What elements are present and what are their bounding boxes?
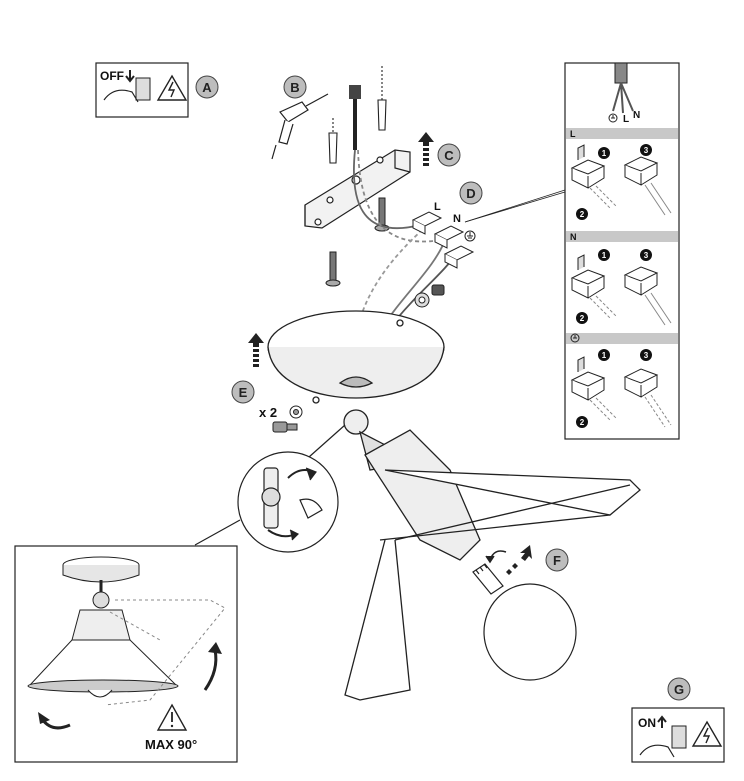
svg-text:B: B — [290, 80, 299, 95]
ceiling-cable — [349, 85, 361, 150]
svg-text:1: 1 — [602, 149, 607, 158]
step-e-badge: E — [231, 380, 255, 404]
warning-icon — [156, 74, 188, 101]
ground-icon — [608, 113, 618, 123]
section-n-label: N — [570, 232, 577, 242]
on-label: ON — [638, 716, 656, 730]
svg-text:A: A — [202, 80, 212, 95]
svg-text:2: 2 — [580, 210, 585, 219]
svg-text:1: 1 — [602, 351, 607, 360]
step-f-badge: F — [545, 548, 569, 572]
wall-anchors — [328, 66, 387, 164]
side-screw — [272, 405, 303, 433]
step-c-badge: C — [437, 143, 461, 167]
wire-n-label: N — [453, 213, 461, 225]
svg-text:2: 2 — [580, 314, 585, 323]
step-d-badge: D — [459, 181, 483, 205]
drill-icon — [271, 93, 329, 160]
rotate-arrow-f — [485, 550, 507, 564]
wire-l-label: L — [434, 201, 441, 213]
warning-icon — [156, 703, 188, 731]
svg-text:3: 3 — [644, 251, 649, 260]
step-a-badge: A — [195, 75, 219, 99]
svg-text:L: L — [623, 114, 629, 125]
ground-icon — [464, 230, 476, 242]
detail-zoom-circle — [194, 424, 346, 553]
svg-text:2: 2 — [580, 418, 585, 427]
svg-text:G: G — [674, 682, 684, 697]
panel-power-on: ON — [631, 707, 725, 763]
canopy — [267, 310, 445, 404]
step-b-badge: B — [283, 75, 307, 99]
insert-arrow-f — [506, 545, 532, 575]
wiring-detail-panel: L N L 1 3 2 N 1 3 2 — [564, 62, 680, 440]
step-g-badge: G — [667, 677, 691, 701]
tilt-detail-panel: MAX 90° — [14, 545, 238, 763]
panel-power-off: OFF — [95, 62, 189, 118]
svg-text:C: C — [444, 148, 454, 163]
off-label: OFF — [100, 69, 124, 83]
canopy-nut — [414, 284, 445, 308]
svg-text:D: D — [466, 186, 475, 201]
svg-text:E: E — [239, 385, 248, 400]
ground-icon — [570, 333, 580, 343]
svg-text:F: F — [553, 553, 561, 568]
svg-text:3: 3 — [644, 146, 649, 155]
terminal-connectors — [411, 211, 475, 269]
lamp-shade — [343, 409, 641, 701]
max-angle-label: MAX 90° — [145, 737, 197, 752]
warning-icon — [691, 720, 723, 747]
section-l-label: L — [570, 129, 576, 139]
lift-arrow-c — [418, 132, 434, 166]
svg-text:N: N — [633, 110, 640, 121]
svg-text:3: 3 — [644, 351, 649, 360]
mounting-bracket — [304, 149, 411, 229]
bulb — [472, 563, 577, 681]
lift-arrow-e — [248, 333, 264, 367]
screw-count-label: x 2 — [259, 405, 277, 420]
svg-text:1: 1 — [602, 251, 607, 260]
